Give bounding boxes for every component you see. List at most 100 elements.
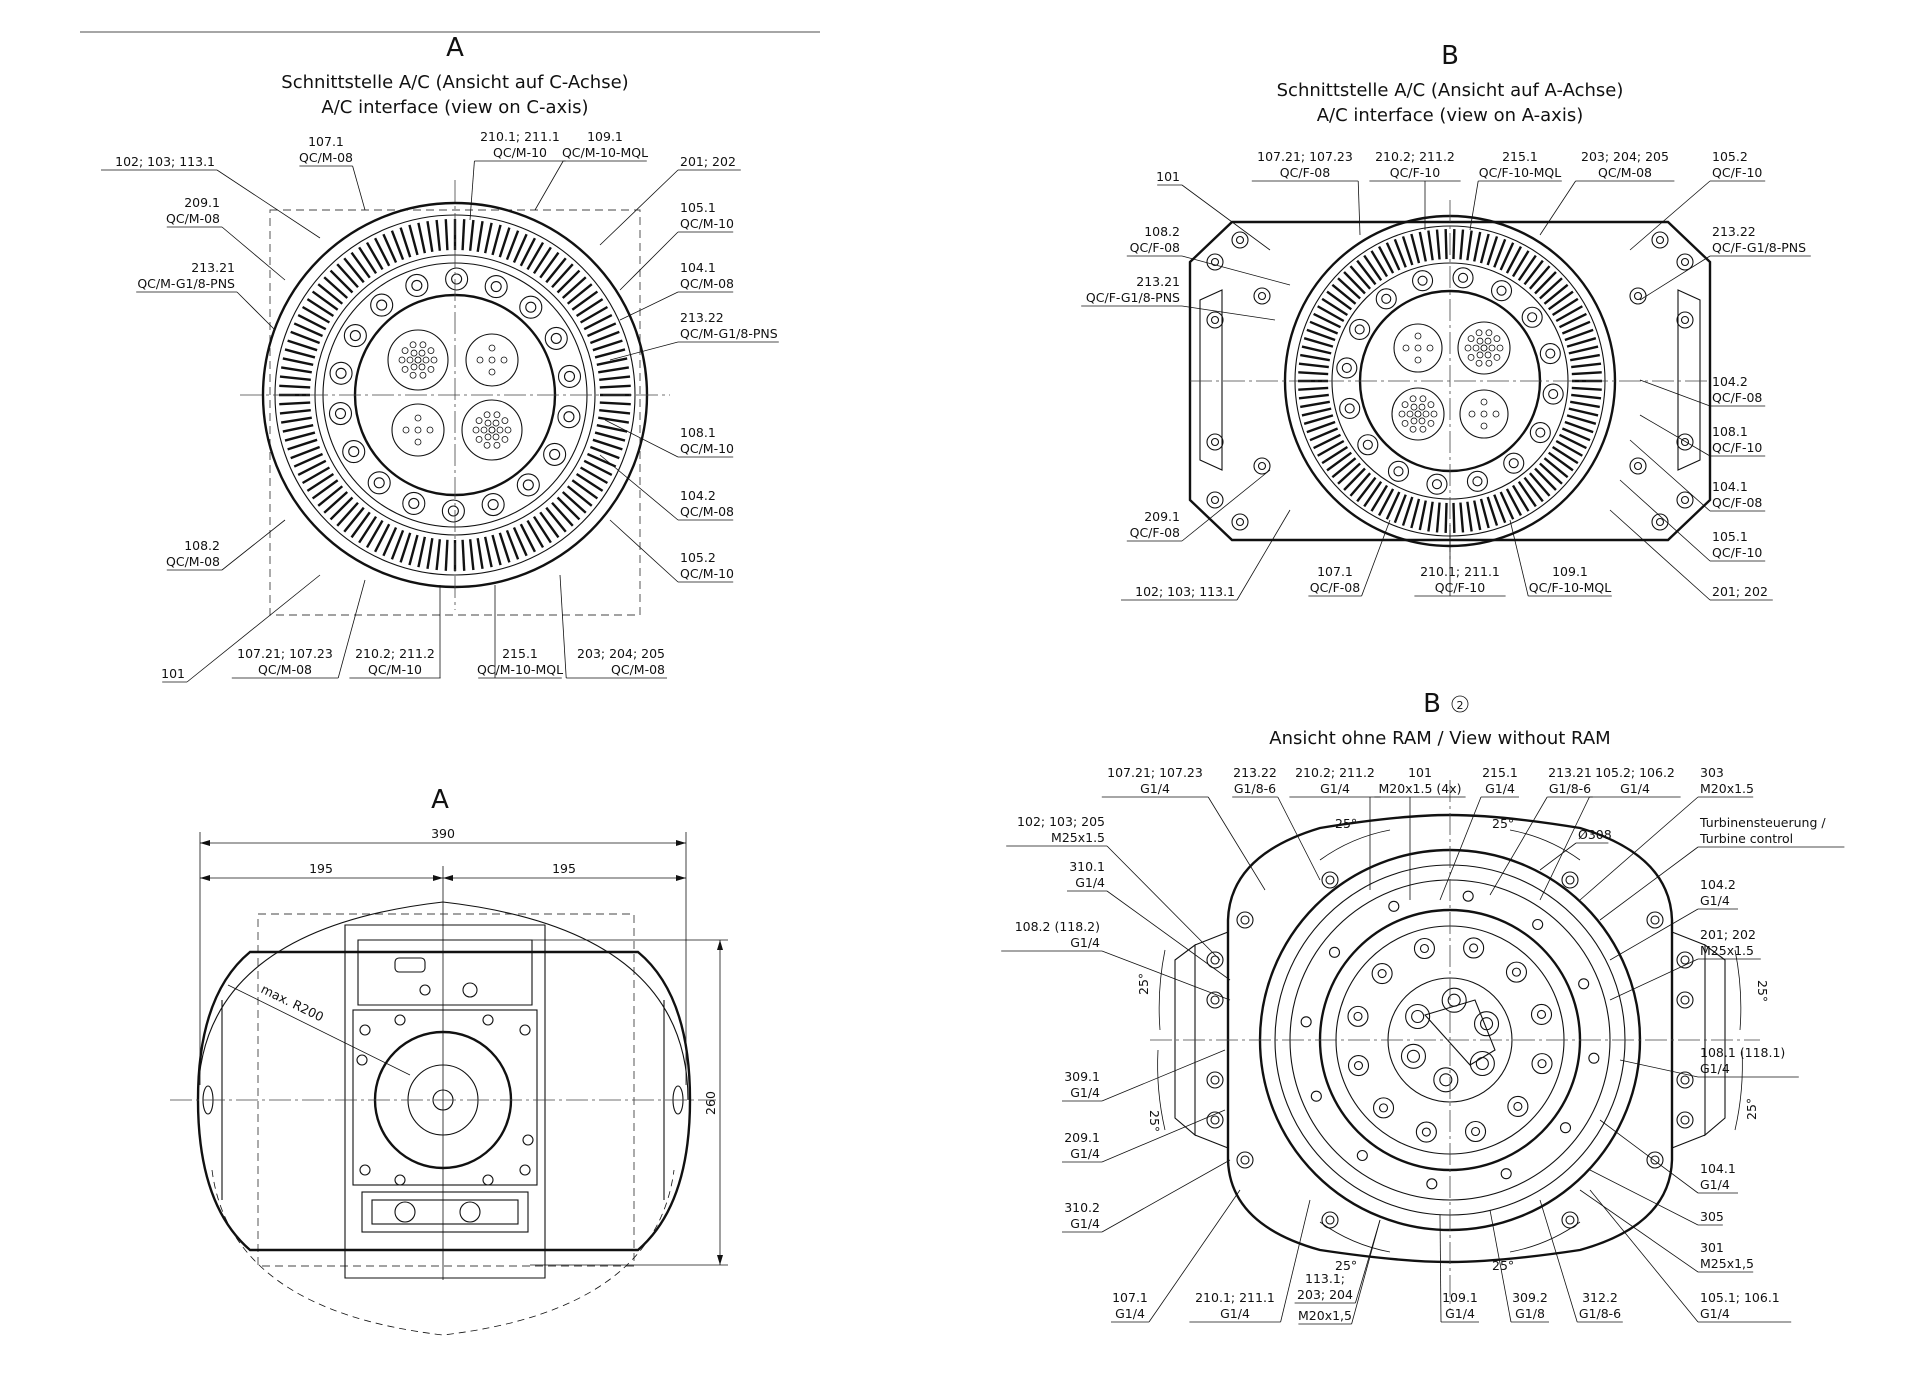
callout-part-number: 107.1 bbox=[308, 134, 344, 149]
callout-connector-type: QC/F-10-MQL bbox=[1529, 580, 1612, 595]
callout-part-number: 108.2 bbox=[184, 538, 220, 553]
callout-part-number: 210.1; 211.1 bbox=[480, 129, 560, 144]
callout: 309.1G1/4 bbox=[1062, 1049, 1226, 1102]
angle-top-right: 25° bbox=[1492, 816, 1514, 831]
callout-part-number: 213.22 bbox=[680, 310, 724, 325]
callout-connector-type: G1/4 bbox=[1700, 1061, 1730, 1076]
callout-part-number: 201; 202 bbox=[1712, 584, 1768, 599]
callout-part-number: 213.21 bbox=[1136, 274, 1180, 289]
angle-labels: 25° 25° 25° 25° 25° 25° 25° 25° bbox=[1136, 816, 1770, 1273]
callout-connector-type: QC/F-08 bbox=[1712, 390, 1762, 405]
callout-connector-type: QC/F-08 bbox=[1130, 240, 1180, 255]
callout: 109.1QC/F-10-MQL bbox=[1509, 519, 1612, 597]
view-b-top-title-en: A/C interface (view on A-axis) bbox=[1317, 105, 1584, 126]
callout-part-number: 203; 204; 205 bbox=[577, 646, 665, 661]
callout: 310.2G1/4 bbox=[1062, 1159, 1231, 1233]
callout-connector-type: G1/4 bbox=[1070, 935, 1100, 950]
callout-part-number: 102; 103; 205 bbox=[1017, 814, 1105, 829]
callout-connector-type: QC/F-10 bbox=[1712, 440, 1762, 455]
callout-part-number: 105.1; 106.1 bbox=[1700, 1290, 1780, 1305]
callout: 107.1QC/M-08 bbox=[299, 134, 366, 211]
view-b-bottom: B 2 Ansicht ohne RAM / View without RAM bbox=[1001, 689, 1845, 1325]
callout-connector-type: M25x1,5 bbox=[1700, 1256, 1754, 1271]
callout: 210.2; 211.2G1/4 bbox=[1289, 765, 1381, 890]
callout-part-number: 107.1 bbox=[1112, 1290, 1148, 1305]
callout-connector-type: QC/M-G1/8-PNS bbox=[137, 276, 235, 291]
view-a-top: A Schnittstelle A/C (Ansicht auf C-Achse… bbox=[80, 31, 820, 683]
view-a-top-letter: A bbox=[446, 33, 464, 63]
callout-connector-type: QC/M-08 bbox=[258, 662, 312, 677]
callout-part-number: 303 bbox=[1700, 765, 1724, 780]
callout: 104.2G1/4 bbox=[1609, 877, 1738, 961]
callout: 108.1QC/M-10 bbox=[604, 419, 734, 458]
callout-connector-type: QC/F-10 bbox=[1390, 165, 1440, 180]
callout-part-number: 210.2; 211.2 bbox=[1295, 765, 1375, 780]
callout-part-number: 210.2; 211.2 bbox=[355, 646, 435, 661]
angle-bottom-right: 25° bbox=[1492, 1258, 1514, 1273]
callout-part-number: 309.2 bbox=[1512, 1290, 1548, 1305]
callout-connector-type: QC/M-08 bbox=[166, 554, 220, 569]
callout-part-number: 310.1 bbox=[1069, 859, 1105, 874]
callout-part-number: 109.1 bbox=[1552, 564, 1588, 579]
callout: 215.1QC/F-10-MQL bbox=[1469, 149, 1562, 231]
callout-part-number: 213.21 bbox=[191, 260, 235, 275]
callout-connector-type: QC/M-10-MQL bbox=[562, 145, 648, 160]
callout-part-number: 101 bbox=[1156, 169, 1180, 184]
callout-part-number: 107.21; 107.23 bbox=[1257, 149, 1353, 164]
callout-connector-type: G1/4 bbox=[1115, 1306, 1145, 1321]
callout-connector-type: M20x1.5 (4x) bbox=[1378, 781, 1461, 796]
callout-part-number: M20x1,5 bbox=[1298, 1308, 1352, 1323]
callout: Turbinensteuerung /Turbine control bbox=[1599, 815, 1845, 921]
callout-part-number: 102; 103; 113.1 bbox=[115, 154, 215, 169]
dimension-halves: 195 195 bbox=[200, 861, 686, 1280]
callout: Ø308 bbox=[1539, 827, 1612, 871]
callout: M20x1,5 bbox=[1298, 1219, 1381, 1325]
callout-connector-type: QC/F-08 bbox=[1712, 495, 1762, 510]
angle-top-left: 25° bbox=[1335, 816, 1357, 831]
callout-connector-type: QC/M-10 bbox=[680, 441, 734, 456]
dimension-195-left: 195 bbox=[309, 861, 333, 876]
callout: 102; 103; 113.1 bbox=[1121, 509, 1291, 601]
callout: 312.2G1/8-6 bbox=[1539, 1199, 1623, 1323]
callout: 105.2QC/M-10 bbox=[609, 519, 734, 583]
callout-part-number: 213.22 bbox=[1712, 224, 1756, 239]
view-b-top-letter: B bbox=[1441, 41, 1459, 71]
angle-bottom-left: 25° bbox=[1335, 1258, 1357, 1273]
callout-part-number: 210.2; 211.2 bbox=[1375, 149, 1455, 164]
callout-connector-type: G1/8-6 bbox=[1234, 781, 1276, 796]
callout-part-number: 108.1 (118.1) bbox=[1700, 1045, 1785, 1060]
callout-connector-type: G1/4 bbox=[1075, 875, 1105, 890]
circled-number: 2 bbox=[1457, 699, 1464, 712]
callout-connector-type: G1/8 bbox=[1515, 1306, 1545, 1321]
callout-part-number: 105.2 bbox=[680, 550, 716, 565]
callout-part-number: 101 bbox=[161, 666, 185, 681]
callout-connector-type: M20x1.5 bbox=[1700, 781, 1754, 796]
callout-connector-type: G1/4 bbox=[1485, 781, 1515, 796]
callout-part-number: 213.21 bbox=[1548, 765, 1592, 780]
callout-connector-type: QC/F-10 bbox=[1712, 545, 1762, 560]
callout-part-number: 105.1 bbox=[1712, 529, 1748, 544]
callout-part-number: 203; 204; 205 bbox=[1581, 149, 1669, 164]
callout-part-number: 305 bbox=[1700, 1209, 1724, 1224]
callout: 108.2QC/F-08 bbox=[1126, 224, 1291, 286]
callout: 108.1 (118.1)G1/4 bbox=[1619, 1045, 1799, 1078]
callout-part-number: 105.2; 106.2 bbox=[1595, 765, 1675, 780]
callout: 104.1QC/F-08 bbox=[1629, 439, 1766, 512]
callout-part-number: 209.1 bbox=[1064, 1130, 1100, 1145]
callout: 210.2; 211.2QC/F-10 bbox=[1369, 149, 1461, 230]
callout-part-number: 201; 202 bbox=[1700, 927, 1756, 942]
callout-connector-type: G1/4 bbox=[1140, 781, 1170, 796]
callout: 105.1; 106.1G1/4 bbox=[1589, 1189, 1792, 1323]
callout: 104.1QC/M-08 bbox=[619, 260, 734, 321]
view-b-top: B Schnittstelle A/C (Ansicht auf A-Achse… bbox=[1081, 41, 1811, 601]
callout: 209.1QC/M-08 bbox=[166, 195, 286, 281]
callout-part-number: 101 bbox=[1408, 765, 1432, 780]
